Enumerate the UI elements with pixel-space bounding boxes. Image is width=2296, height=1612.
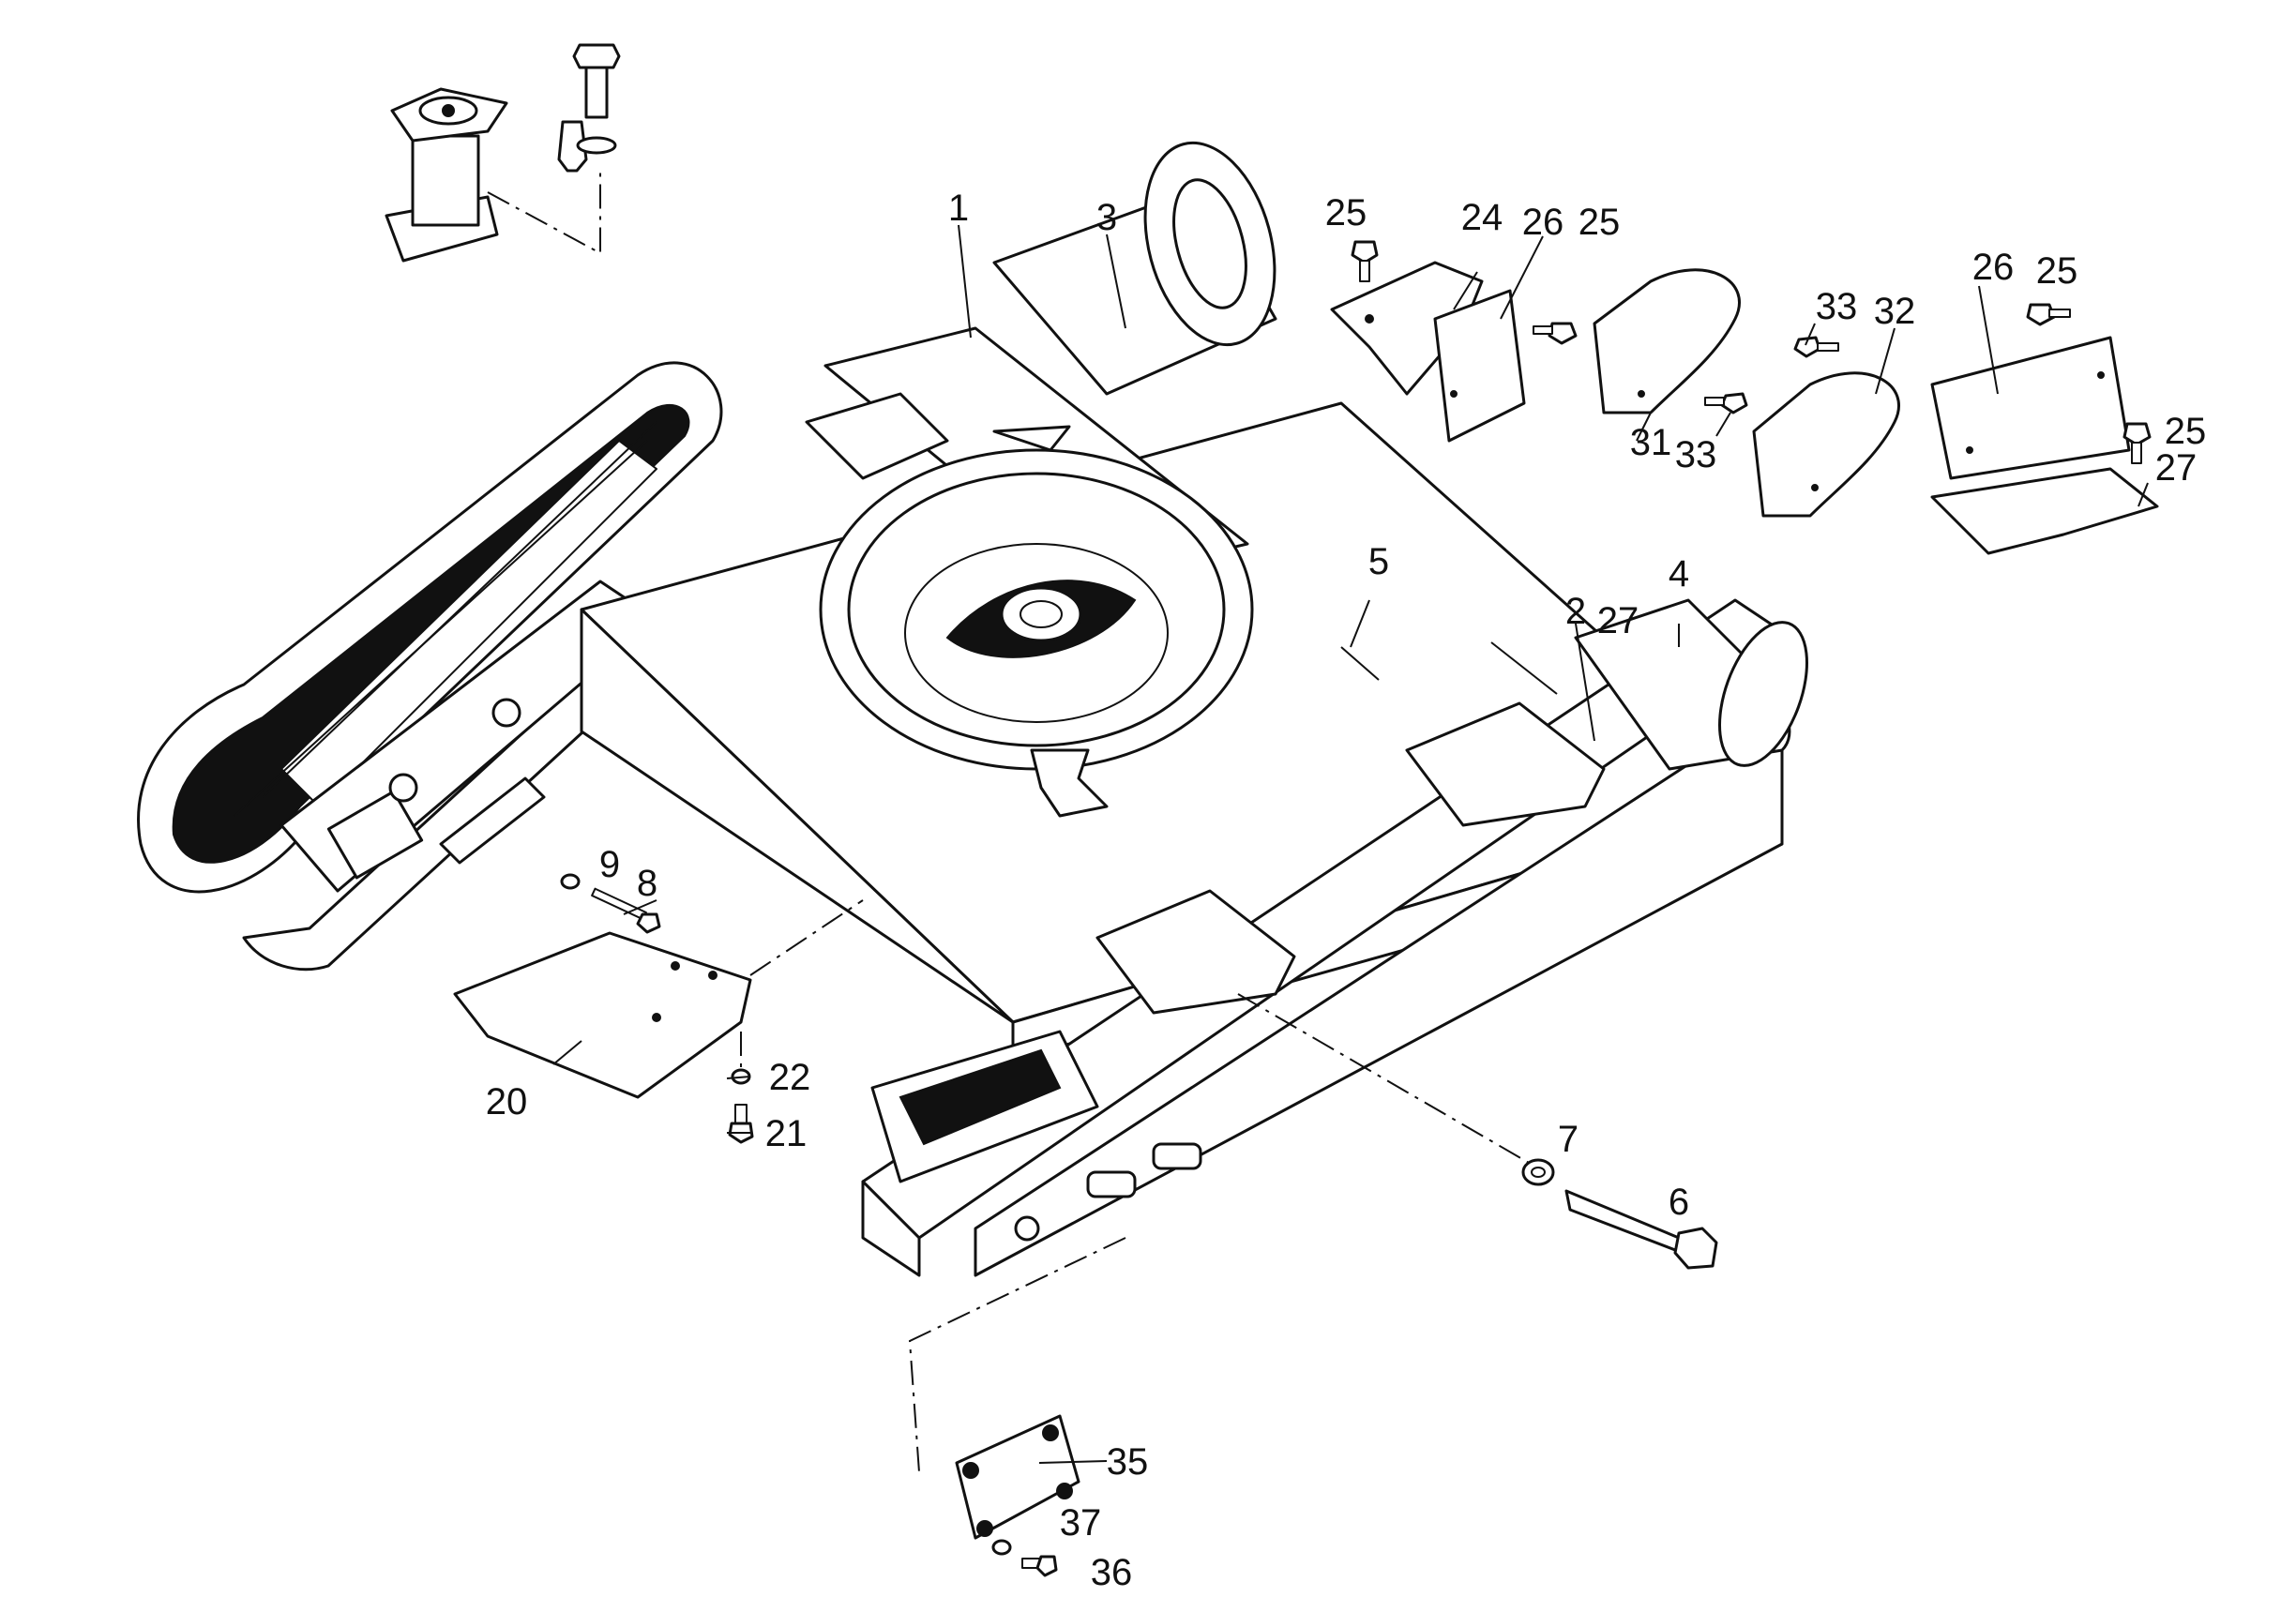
callout-35: 35 (1107, 1441, 1149, 1483)
callout-1: 1 (948, 188, 969, 229)
callout-9: 9 (599, 844, 620, 885)
bolt-6-axis-line (1237, 993, 1530, 1164)
track-guards (805, 392, 1606, 1015)
callout-31: 31 (1630, 422, 1672, 463)
bolt-25-b (1533, 322, 1578, 345)
callout-6: 6 (1669, 1182, 1689, 1223)
bolt-36 (1021, 1555, 1058, 1577)
callout-22: 22 (769, 1057, 811, 1098)
callout-7: 7 (1558, 1119, 1578, 1160)
swing-bearing (819, 425, 1254, 818)
callout-27-left: 27 (1597, 600, 1639, 641)
cover-35 (955, 1414, 1080, 1540)
callout-37: 37 (1060, 1502, 1102, 1544)
callout-33-bottom: 33 (1675, 434, 1717, 475)
bolt-6 (1564, 1189, 1718, 1270)
callout-4: 4 (1669, 553, 1689, 595)
callout-labels: 1 3 5 2 27 4 25 24 26 25 33 32 26 25 31 … (486, 188, 2207, 1593)
bolt-25-d (2122, 422, 2152, 464)
bolt-25-a (1351, 240, 1379, 282)
swivel-joint-assembly (385, 43, 621, 263)
under-cover-20 (453, 931, 752, 1099)
callout-26-left: 26 (1522, 202, 1564, 243)
washer-37 (991, 1539, 1012, 1556)
cover-20-axis-line (749, 899, 864, 976)
callout-25-a: 25 (1325, 192, 1367, 234)
bolt-21 (728, 1104, 754, 1144)
leader-lines (552, 224, 2149, 1464)
callout-8: 8 (637, 863, 657, 904)
callout-26-right: 26 (1972, 247, 2015, 288)
rubber-track (137, 361, 723, 972)
bolt-33-a (1793, 336, 1839, 358)
callout-21: 21 (765, 1113, 808, 1154)
callout-25-b: 25 (1578, 202, 1621, 243)
callout-33-top: 33 (1816, 286, 1858, 327)
callout-36: 36 (1091, 1552, 1133, 1593)
callout-32: 32 (1874, 291, 1916, 332)
left-track-frame (279, 580, 658, 893)
washer-7 (1521, 1158, 1555, 1186)
cover-31 (1593, 268, 1741, 414)
callout-20: 20 (486, 1081, 528, 1122)
callout-25-d: 25 (2165, 411, 2207, 452)
callout-5: 5 (1368, 541, 1389, 582)
callout-24: 24 (1461, 197, 1503, 238)
gasket-26-left (1433, 289, 1526, 443)
callout-27-right: 27 (2155, 447, 2198, 489)
bolt-25-c (2026, 303, 2071, 326)
cover-35-axis-line (908, 1237, 1126, 1473)
washer-9 (560, 873, 581, 890)
plate-27-right (1930, 467, 2159, 555)
bolt-8 (591, 887, 661, 934)
bolt-33-b (1704, 392, 1748, 414)
callout-2: 2 (1565, 591, 1586, 632)
callout-25-c: 25 (2036, 250, 2078, 292)
callout-3: 3 (1096, 197, 1117, 238)
gasket-26-right (1930, 336, 2131, 480)
cover-32 (1752, 371, 1900, 518)
